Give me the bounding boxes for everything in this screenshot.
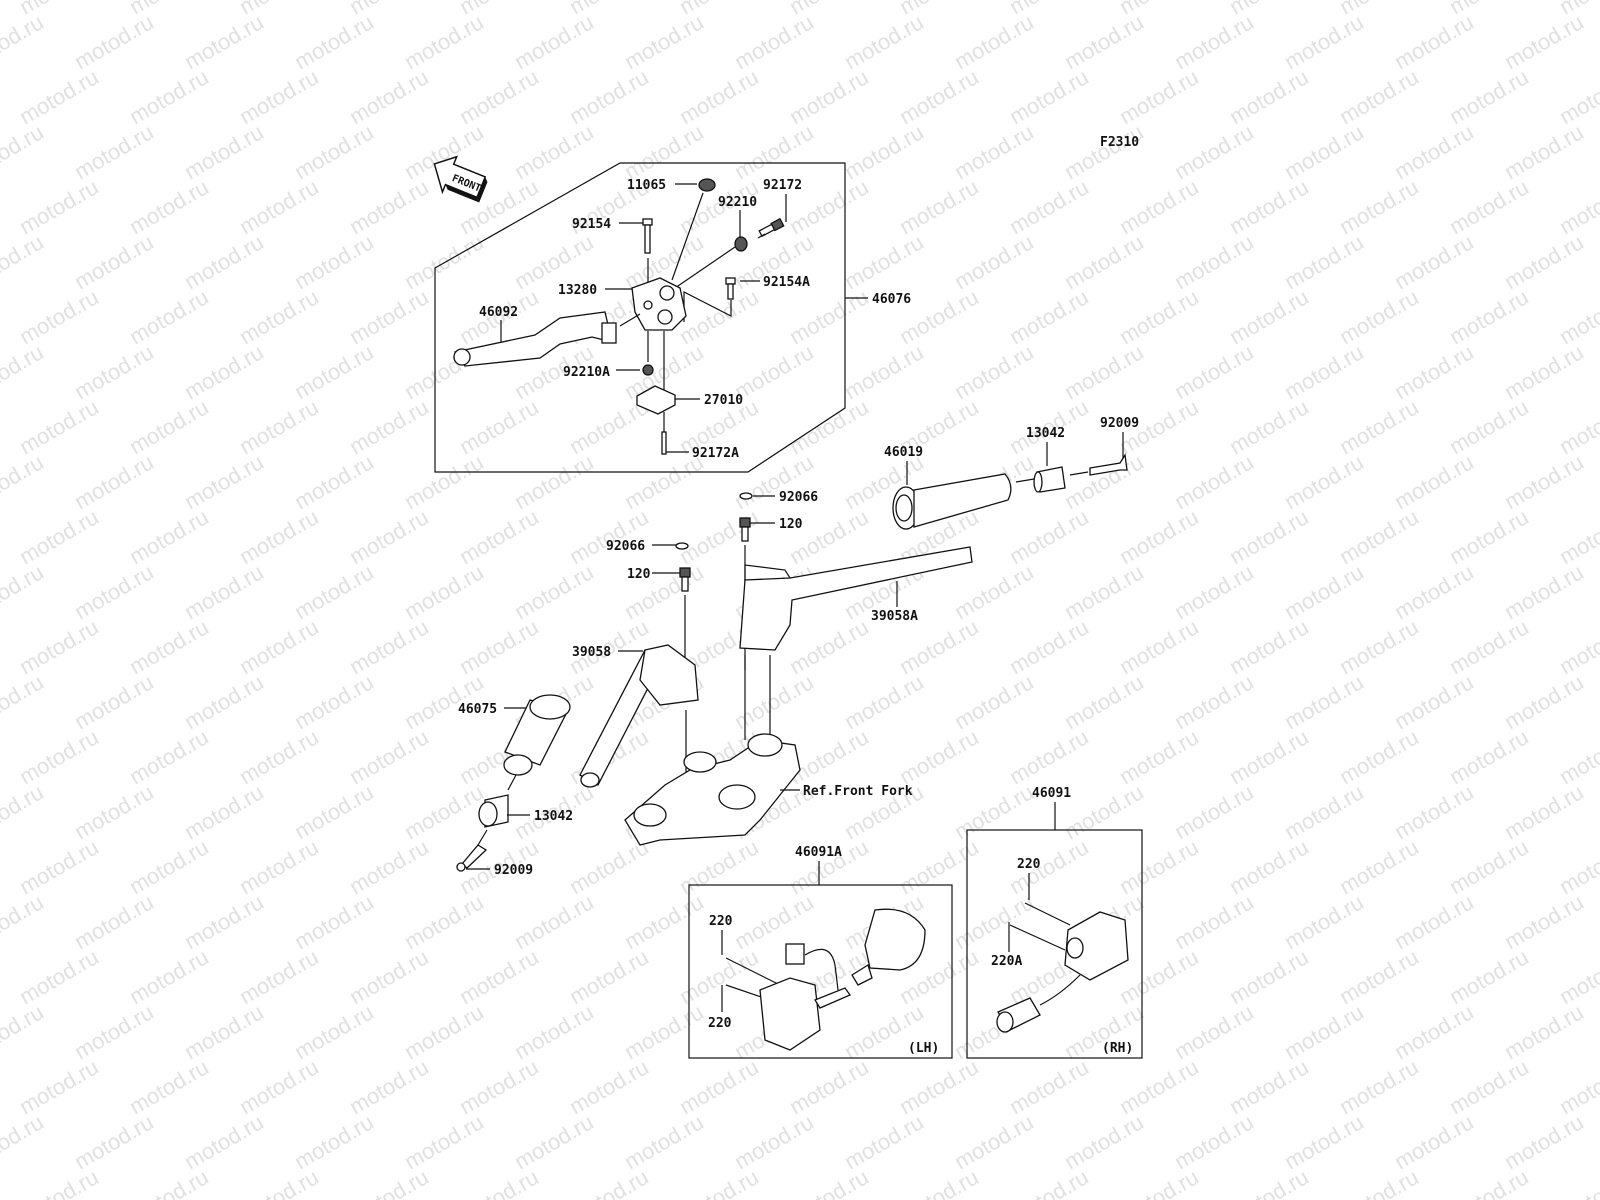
label-13042-right: 13042 (1026, 426, 1065, 441)
part-13042-right-weight (1033, 466, 1066, 493)
label-lh: (LH) (908, 1041, 939, 1056)
label-46075: 46075 (458, 702, 497, 717)
label-220-rh: 220 (1017, 857, 1041, 872)
label-ref-front-fork: Ref.Front Fork (803, 784, 913, 799)
part-92210A (642, 364, 654, 376)
label-46091A: 46091A (795, 845, 842, 860)
label-46092: 46092 (479, 305, 518, 320)
part-120-b-bolt (679, 567, 691, 592)
lever-assembly-box (434, 162, 846, 473)
label-220-lh-top: 220 (709, 914, 733, 929)
label-120-b: 120 (627, 567, 651, 582)
part-46091A-lh-switch (725, 908, 926, 1051)
part-92066-a (739, 492, 753, 500)
label-120-a: 120 (779, 517, 803, 532)
part-13280-lever-holder (631, 277, 687, 331)
diagram-code: F2310 (1100, 135, 1139, 150)
part-39058A-right-handlebar (739, 546, 973, 651)
label-13280: 13280 (558, 283, 597, 298)
part-92009-right-screw (1089, 453, 1128, 476)
label-220A-rh: 220A (991, 954, 1022, 969)
part-13042-left-weight (478, 794, 509, 828)
part-92172 (758, 217, 785, 238)
label-92066-a: 92066 (779, 490, 818, 505)
part-46091-rh-switch (996, 902, 1129, 1033)
part-steering-stem-bracket (624, 733, 801, 846)
part-92154 (642, 218, 653, 254)
part-92066-b (675, 542, 689, 550)
label-92009-right: 92009 (1100, 416, 1139, 431)
label-220-lh-bottom: 220 (708, 1016, 732, 1031)
part-120-a-bolt (739, 517, 751, 542)
lh-switch-box (688, 884, 953, 1059)
label-27010: 27010 (704, 393, 743, 408)
label-13042-left: 13042 (534, 809, 573, 824)
part-27010-switch (636, 385, 676, 415)
label-92172: 92172 (763, 178, 802, 193)
part-46019-throttle-grip (892, 473, 1012, 530)
label-39058A: 39058A (871, 609, 918, 624)
front-arrow-icon: FRONT (433, 155, 488, 203)
label-92009-left: 92009 (494, 863, 533, 878)
label-92172A: 92172A (692, 446, 739, 461)
label-39058: 39058 (572, 645, 611, 660)
label-rh: (RH) (1102, 1041, 1133, 1056)
part-11065 (698, 178, 716, 192)
part-46092-lever (453, 311, 617, 367)
label-92210: 92210 (718, 195, 757, 210)
part-92009-left-screw (456, 844, 488, 872)
part-46075-left-grip (503, 694, 571, 776)
label-92066-b: 92066 (606, 539, 645, 554)
label-46076: 46076 (872, 292, 911, 307)
label-11065: 11065 (627, 178, 666, 193)
part-39058-left-handlebar (579, 644, 699, 788)
part-92154A (725, 277, 736, 300)
part-92210 (734, 236, 748, 252)
label-92154A: 92154A (763, 275, 810, 290)
label-46019: 46019 (884, 445, 923, 460)
label-92154: 92154 (572, 217, 611, 232)
label-92210A: 92210A (563, 365, 610, 380)
label-46091: 46091 (1032, 786, 1071, 801)
rh-switch-box (966, 829, 1143, 1059)
part-92172A (661, 431, 667, 455)
